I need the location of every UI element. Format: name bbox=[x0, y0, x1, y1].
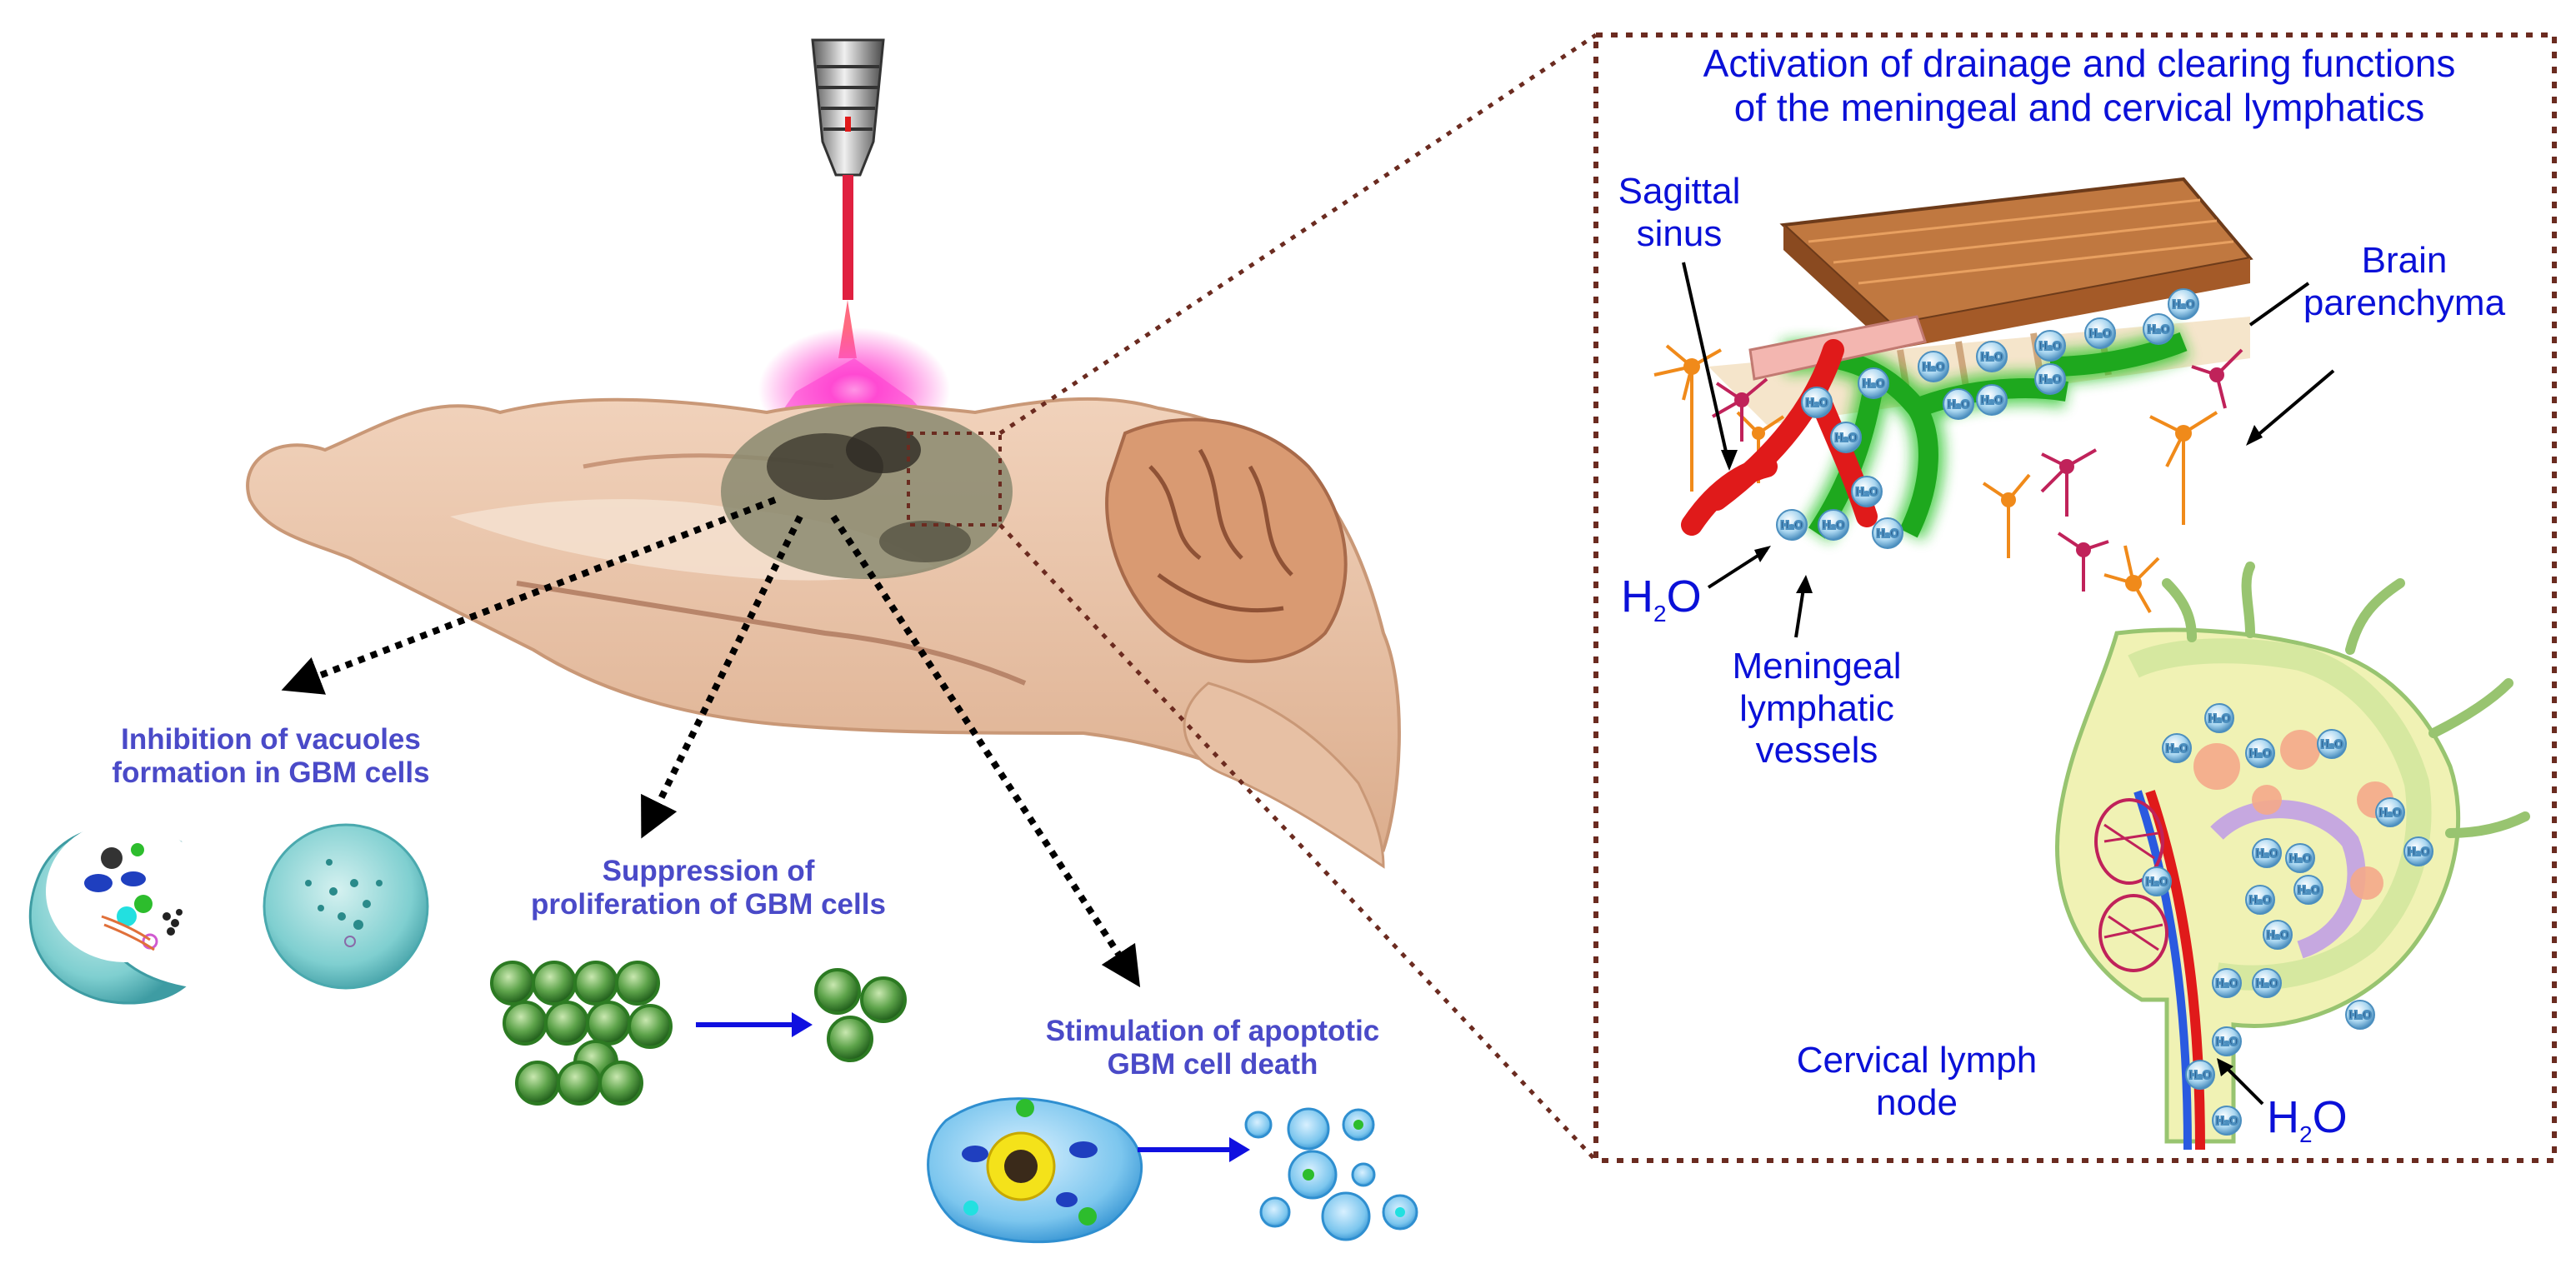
meningeal-vessels-label: Meningeal lymphatic vessels bbox=[1717, 646, 1917, 772]
h2o-bubble-text: H₂O bbox=[2288, 853, 2312, 866]
h2o-label-meningeal: H2O bbox=[1621, 571, 1702, 627]
h2o-bubble-text: H₂O bbox=[2172, 299, 2195, 312]
arrow-to-apoptosis bbox=[830, 514, 1141, 988]
proliferation-label-line1: Suppression of bbox=[602, 855, 815, 887]
h2o-o: O bbox=[1666, 572, 1702, 622]
h2o-bubble-text: H₂O bbox=[2145, 876, 2168, 889]
pointer-brain-parenchyma bbox=[2248, 369, 2335, 443]
h2o-bubble-text: H₂O bbox=[2378, 807, 2402, 820]
effect-arrows bbox=[281, 497, 1141, 988]
h2o-bubble-text: H₂O bbox=[1947, 399, 1970, 412]
cell-cluster-icon bbox=[490, 961, 673, 1106]
h2o-bubble-text: H₂O bbox=[2165, 743, 2188, 756]
laser-probe-icon bbox=[811, 38, 885, 177]
sagittal-sinus-line2: sinus bbox=[1636, 212, 1723, 254]
h2o-bubble-text: H₂O bbox=[2215, 1036, 2238, 1049]
vacuoles-label-line2: formation in GBM cells bbox=[112, 756, 430, 790]
apoptotic-bodies-icon bbox=[1244, 1107, 1418, 1241]
right-panel-border bbox=[1593, 32, 2557, 1163]
h2o-bubble-text: H₂O bbox=[1822, 520, 1845, 532]
h2o-h: H bbox=[2267, 1092, 2299, 1142]
vacuolated-cell-icon bbox=[28, 821, 204, 1005]
h2o-bubble-text: H₂O bbox=[2255, 978, 2278, 991]
h2o-o: O bbox=[2312, 1092, 2348, 1142]
cervical-node-label: Cervical lymph node bbox=[1767, 1040, 2067, 1124]
sagittal-sinus-label: Sagittal sinus bbox=[1596, 171, 1763, 255]
h2o-bubble-text: H₂O bbox=[2147, 324, 2170, 337]
h2o-bubble-text: H₂O bbox=[2297, 885, 2320, 897]
right-panel-title-line1: Activation of drainage and clearing func… bbox=[1703, 42, 2456, 85]
vacuoles-label: Inhibition of vacuoles formation in GBM … bbox=[92, 723, 450, 791]
h2o-bubble-text: H₂O bbox=[2320, 739, 2343, 751]
h2o-bubble-text: H₂O bbox=[1805, 397, 1828, 410]
apoptosis-label-line1: Stimulation of apoptotic bbox=[1045, 1015, 1380, 1047]
proliferation-arrow bbox=[696, 1012, 813, 1037]
brain-parenchyma-line2: parenchyma bbox=[2303, 282, 2506, 323]
h2o-bubble-text: H₂O bbox=[2038, 374, 2062, 387]
h2o-bubble-text: H₂O bbox=[2248, 895, 2272, 907]
apoptosis-label-line2: GBM cell death bbox=[1107, 1048, 1318, 1081]
round-cell-icon bbox=[263, 823, 429, 990]
neurons-illustration bbox=[1653, 344, 2243, 613]
h2o-bubble-text: H₂O bbox=[2088, 328, 2112, 341]
h2o-bubble-text: H₂O bbox=[1922, 362, 1945, 374]
brain-sagittal-slice bbox=[246, 397, 1401, 869]
h2o-bubble-text: H₂O bbox=[2208, 713, 2231, 726]
apoptosis-arrow bbox=[1138, 1137, 1250, 1162]
meningeal-vessels-line2: lymphatic bbox=[1739, 687, 1894, 729]
meningeal-vessels-line3: vessels bbox=[1755, 730, 1878, 771]
cervical-node-line2: node bbox=[1876, 1081, 1958, 1123]
sagittal-sinus-line1: Sagittal bbox=[1618, 171, 1741, 212]
apoptotic-cell-icon bbox=[927, 1097, 1143, 1244]
h2o-bubble-text: H₂O bbox=[2407, 846, 2430, 859]
h2o-bubble-text: H₂O bbox=[2038, 341, 2062, 353]
proliferation-label: Suppression of proliferation of GBM cell… bbox=[483, 855, 933, 922]
h2o-bubble-text: H₂O bbox=[1980, 352, 2003, 364]
meningeal-vessels-line1: Meningeal bbox=[1732, 646, 1902, 686]
brain-parenchyma-label: Brain parenchyma bbox=[2275, 240, 2533, 324]
right-panel-title-line2: of the meningeal and cervical lymphatics bbox=[1733, 85, 2425, 129]
pointer-brain-parenchyma-base bbox=[2248, 282, 2310, 327]
h2o-bubble-text: H₂O bbox=[2188, 1070, 2212, 1082]
cervical-node-line1: Cervical lymph bbox=[1796, 1040, 2038, 1081]
right-panel-title: Activation of drainage and clearing func… bbox=[1621, 42, 2538, 130]
pointer-sagittal-sinus bbox=[1682, 262, 1731, 467]
h2o-bubble-text: H₂O bbox=[1876, 528, 1899, 541]
vacuoles-label-line1: Inhibition of vacuoles bbox=[121, 723, 421, 756]
h2o-bubbles-node: H₂O H₂O H₂O H₂O H₂O H₂O H₂O H₂O H₂O H₂O H₂O H₂O H₂O H… bbox=[2142, 703, 2433, 1136]
small-cell-cluster-icon bbox=[814, 968, 907, 1062]
zoom-lines bbox=[998, 32, 1598, 1162]
h2o-bubble-text: H₂O bbox=[2348, 1010, 2372, 1022]
proliferation-label-line2: proliferation of GBM cells bbox=[531, 888, 886, 921]
h2o-bubble-text: H₂O bbox=[2215, 1116, 2238, 1128]
h2o-bubble-text: H₂O bbox=[1834, 432, 1858, 445]
sagittal-sinus-vessel bbox=[1681, 315, 1927, 536]
arrow-to-proliferation bbox=[641, 515, 803, 839]
pointer-h2o-meningeal bbox=[1707, 548, 1768, 589]
h2o-sub: 2 bbox=[2299, 1121, 2313, 1147]
brain-parenchyma-line1: Brain bbox=[2361, 240, 2448, 281]
meninges-illustration bbox=[1708, 177, 2253, 425]
h2o-bubble-text: H₂O bbox=[1862, 378, 1885, 391]
h2o-bubble-text: H₂O bbox=[2255, 848, 2278, 861]
h2o-bubble-text: H₂O bbox=[2266, 930, 2289, 942]
h2o-h: H bbox=[1621, 572, 1653, 622]
apoptosis-label: Stimulation of apoptotic GBM cell death bbox=[996, 1015, 1429, 1082]
h2o-sub: 2 bbox=[1653, 600, 1667, 627]
h2o-label-node: H2O bbox=[2267, 1091, 2348, 1148]
h2o-bubble-text: H₂O bbox=[2248, 748, 2272, 761]
h2o-bubble-text: H₂O bbox=[2215, 978, 2238, 991]
h2o-bubble-text: H₂O bbox=[1780, 520, 1803, 532]
h2o-bubble-text: H₂O bbox=[1980, 395, 2003, 407]
arrow-to-vacuoles bbox=[281, 497, 777, 695]
h2o-bubble-text: H₂O bbox=[1855, 487, 1878, 499]
